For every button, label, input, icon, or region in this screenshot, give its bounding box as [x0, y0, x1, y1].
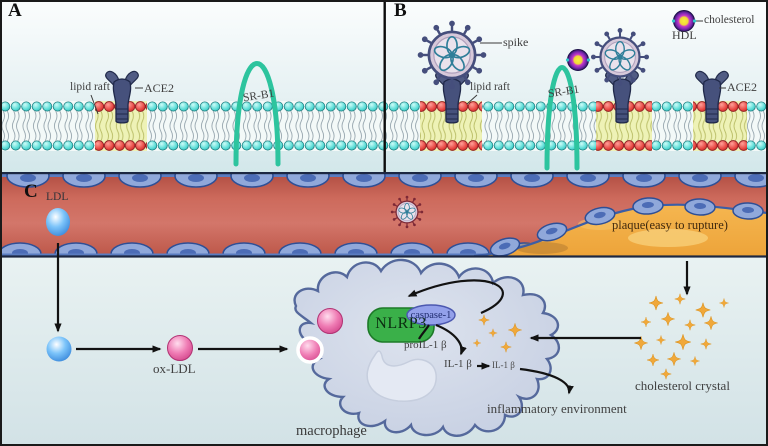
nlrp3-label: NLRP3 — [375, 315, 427, 332]
ace2-label: ACE2 — [144, 81, 174, 95]
macrophage-cell — [293, 258, 560, 437]
sr-b1-receptor — [544, 65, 580, 171]
ace2-label: ACE2 — [727, 80, 757, 94]
inflammatory-environment-label: inflammatory environment — [487, 401, 627, 416]
pro-il-1b-label: proIL-1 β — [404, 339, 447, 351]
il-1b-label: IL-1 β — [444, 358, 472, 370]
panel-divider — [383, 0, 386, 172]
plaque-label: plaque(easy to rupture) — [612, 218, 728, 232]
lipid-raft-label: lipid raft — [70, 81, 110, 93]
panel-a-label: A — [8, 0, 22, 21]
lipid-raft-label: lipid raft — [470, 81, 510, 93]
flow-arrows — [54, 243, 691, 395]
endothelium — [0, 174, 768, 190]
endothelium — [0, 240, 530, 256]
panel-b-label: B — [394, 0, 407, 21]
blood-vessel — [0, 172, 768, 258]
macrophage-label: macrophage — [296, 423, 367, 439]
hdl-label: HDL — [672, 28, 697, 42]
ox-ldl-label: ox-LDL — [153, 361, 196, 376]
spike-label: spike — [503, 35, 529, 49]
label-pointer-lines — [90, 20, 726, 115]
ox-ldl-particle — [167, 335, 193, 361]
ldl-label: LDL — [46, 191, 69, 203]
cholesterol-crystal-label: cholesterol crystal — [635, 378, 730, 393]
ldl-particle — [46, 208, 70, 236]
macrophage-nucleus — [366, 350, 437, 402]
lipid-raft — [693, 101, 747, 151]
panel-c-label: C — [24, 181, 38, 202]
ox-ldl-particle — [317, 308, 343, 334]
sr-b1-receptor — [233, 61, 281, 167]
ox-ldl-particle — [296, 336, 324, 364]
caspase-1-enzyme — [406, 304, 456, 326]
endothelium-over-plaque — [489, 197, 764, 257]
ldl-particle — [46, 336, 72, 362]
caspase-1-label: caspase-1 — [410, 310, 452, 321]
il-1b-released-label: IL-1 β — [492, 360, 515, 370]
cholesterol-label: cholesterol — [704, 14, 755, 26]
